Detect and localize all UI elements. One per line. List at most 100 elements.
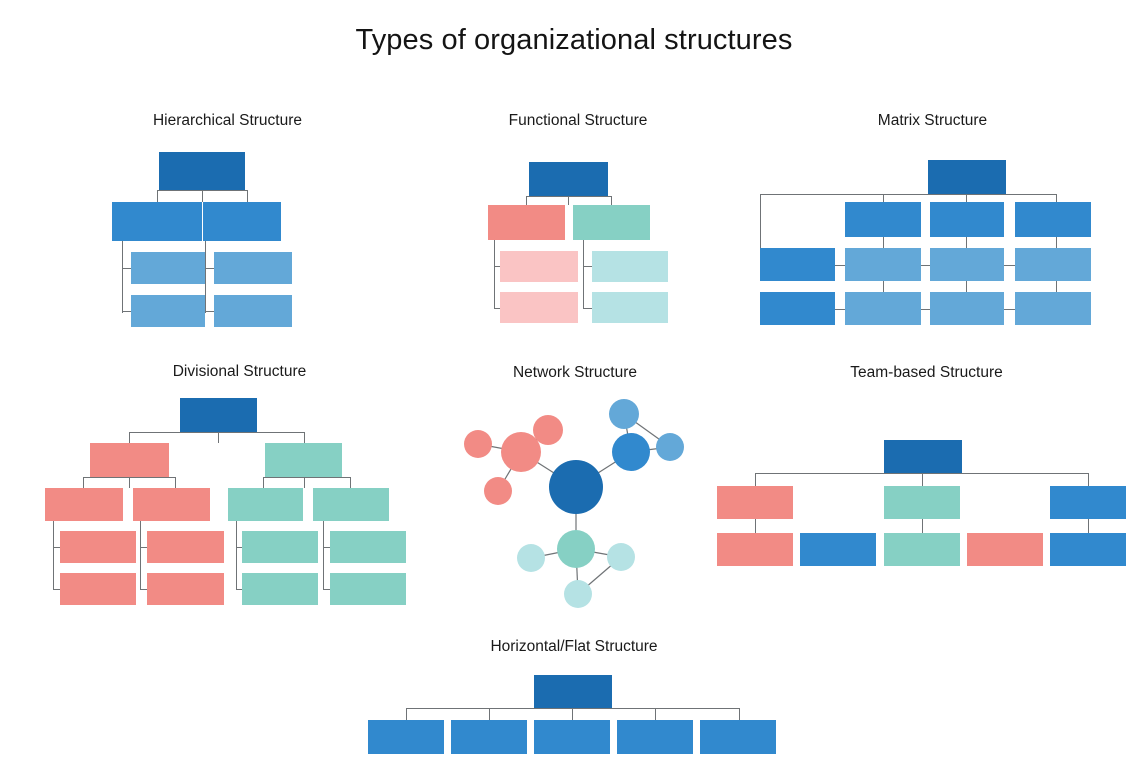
node-functional-root[interactable]	[529, 162, 608, 196]
node-divisional-leaf-2-1-2[interactable]	[242, 573, 318, 605]
connector-horizontal-flat-4	[655, 708, 656, 720]
node-team-based-member-4[interactable]	[967, 533, 1043, 566]
node-team-based-team-2[interactable]	[884, 486, 960, 519]
node-divisional-leaf-1-2-1[interactable]	[147, 531, 224, 563]
connector-team-based-2	[755, 473, 756, 486]
node-matrix-cell-1-1[interactable]	[845, 248, 921, 281]
node-functional-leaf-2-1[interactable]	[592, 251, 668, 282]
node-divisional-leaf-2-1-1[interactable]	[242, 531, 318, 563]
node-functional-leaf-1-2[interactable]	[500, 292, 578, 323]
node-matrix-col-header-3[interactable]	[1015, 202, 1091, 237]
node-team-based-member-5[interactable]	[1050, 533, 1126, 566]
node-divisional-sub-1-1[interactable]	[45, 488, 123, 521]
node-divisional-root[interactable]	[180, 398, 257, 432]
node-matrix-col-header-1[interactable]	[845, 202, 921, 237]
connector-matrix-2	[883, 194, 884, 202]
node-horizontal-flat-peer-1[interactable]	[368, 720, 444, 754]
node-divisional-sub-1-2[interactable]	[133, 488, 210, 521]
connector-functional-3	[611, 196, 612, 205]
node-team-based-team-1[interactable]	[717, 486, 793, 519]
connector-divisional-23	[323, 589, 331, 590]
connector-matrix-7	[1056, 237, 1057, 248]
node-functional-branch-1[interactable]	[488, 205, 565, 240]
connector-divisional-1	[129, 432, 304, 433]
node-matrix-col-header-2[interactable]	[930, 202, 1004, 237]
network-node-teal-3[interactable]	[564, 580, 592, 608]
connector-functional-2	[526, 196, 527, 205]
connector-hierarchical-3	[247, 190, 248, 202]
connector-functional-1	[526, 196, 611, 197]
connector-hierarchical-1	[157, 190, 248, 191]
node-team-based-root[interactable]	[884, 440, 962, 473]
page-title: Types of organizational structures	[355, 24, 793, 56]
network-hub-blue[interactable]	[612, 433, 650, 471]
connector-divisional-2	[129, 432, 130, 443]
node-hierarchical-leaf-1-2[interactable]	[131, 295, 205, 327]
node-team-based-team-3[interactable]	[1050, 486, 1126, 519]
node-divisional-sub-2-2[interactable]	[313, 488, 389, 521]
node-matrix-cell-1-2[interactable]	[930, 248, 1004, 281]
node-horizontal-flat-peer-4[interactable]	[617, 720, 693, 754]
connector-matrix-11	[835, 265, 845, 266]
node-functional-leaf-1-1[interactable]	[500, 251, 578, 282]
connector-matrix-6	[966, 237, 967, 248]
connector-horizontal-flat-2	[406, 708, 407, 720]
network-node-teal-2[interactable]	[607, 543, 635, 571]
node-hierarchical-branch-1[interactable]	[112, 202, 202, 241]
node-divisional-division-2[interactable]	[265, 443, 342, 477]
network-hub-center[interactable]	[549, 460, 603, 514]
node-team-based-member-2[interactable]	[800, 533, 876, 566]
connector-hierarchical-2	[157, 190, 158, 202]
node-hierarchical-root[interactable]	[159, 152, 245, 190]
node-functional-branch-2[interactable]	[573, 205, 650, 240]
connector-horizontal-flat-5	[739, 708, 740, 720]
network-node-blue-1[interactable]	[609, 399, 639, 429]
node-team-based-member-1[interactable]	[717, 533, 793, 566]
node-matrix-cell-2-2[interactable]	[930, 292, 1004, 325]
node-matrix-cell-2-3[interactable]	[1015, 292, 1091, 325]
node-matrix-root[interactable]	[928, 160, 1006, 194]
node-hierarchical-leaf-2-2[interactable]	[214, 295, 292, 327]
network-hub-teal[interactable]	[557, 530, 595, 568]
node-divisional-leaf-1-1-1[interactable]	[60, 531, 136, 563]
node-divisional-leaf-2-2-2[interactable]	[330, 573, 406, 605]
node-horizontal-flat-peer-2[interactable]	[451, 720, 527, 754]
connector-team-based-4	[755, 519, 756, 533]
node-matrix-row-header-2[interactable]	[760, 292, 835, 325]
network-node-salmon-1[interactable]	[464, 430, 492, 458]
connector-team-based-3	[1088, 473, 1089, 486]
node-horizontal-flat-root[interactable]	[534, 675, 612, 708]
node-team-based-member-3[interactable]	[884, 533, 960, 566]
node-matrix-row-header-1[interactable]	[760, 248, 835, 281]
node-horizontal-flat-peer-5[interactable]	[700, 720, 776, 754]
node-divisional-division-1[interactable]	[90, 443, 169, 477]
node-divisional-leaf-1-1-2[interactable]	[60, 573, 136, 605]
node-functional-leaf-2-2[interactable]	[592, 292, 668, 323]
connector-team-based-1	[755, 473, 1088, 474]
connector-divisional-12	[53, 521, 54, 589]
node-matrix-cell-2-1[interactable]	[845, 292, 921, 325]
network-hub-salmon[interactable]	[501, 432, 541, 472]
node-hierarchical-leaf-1-1[interactable]	[131, 252, 205, 284]
connector-divisional-22	[323, 547, 331, 548]
node-divisional-sub-2-1[interactable]	[228, 488, 303, 521]
node-horizontal-flat-peer-3[interactable]	[534, 720, 610, 754]
network-node-teal-1[interactable]	[517, 544, 545, 572]
panel-title-team-based: Team-based Structure	[850, 364, 1003, 381]
connector-horizontal-flat-1	[406, 708, 739, 709]
node-hierarchical-branch-2[interactable]	[203, 202, 281, 241]
node-divisional-leaf-1-2-2[interactable]	[147, 573, 224, 605]
node-matrix-cell-1-3[interactable]	[1015, 248, 1091, 281]
network-node-blue-2[interactable]	[656, 433, 684, 461]
connector-hierarchical-7	[205, 241, 206, 313]
node-divisional-leaf-2-2-1[interactable]	[330, 531, 406, 563]
connector-team-based-6	[1088, 519, 1089, 533]
connector-matrix-13	[1004, 265, 1015, 266]
connector-divisional-0	[218, 432, 219, 443]
network-node-salmon-2[interactable]	[533, 415, 563, 445]
node-hierarchical-leaf-2-1[interactable]	[214, 252, 292, 284]
network-node-salmon-3[interactable]	[484, 477, 512, 505]
